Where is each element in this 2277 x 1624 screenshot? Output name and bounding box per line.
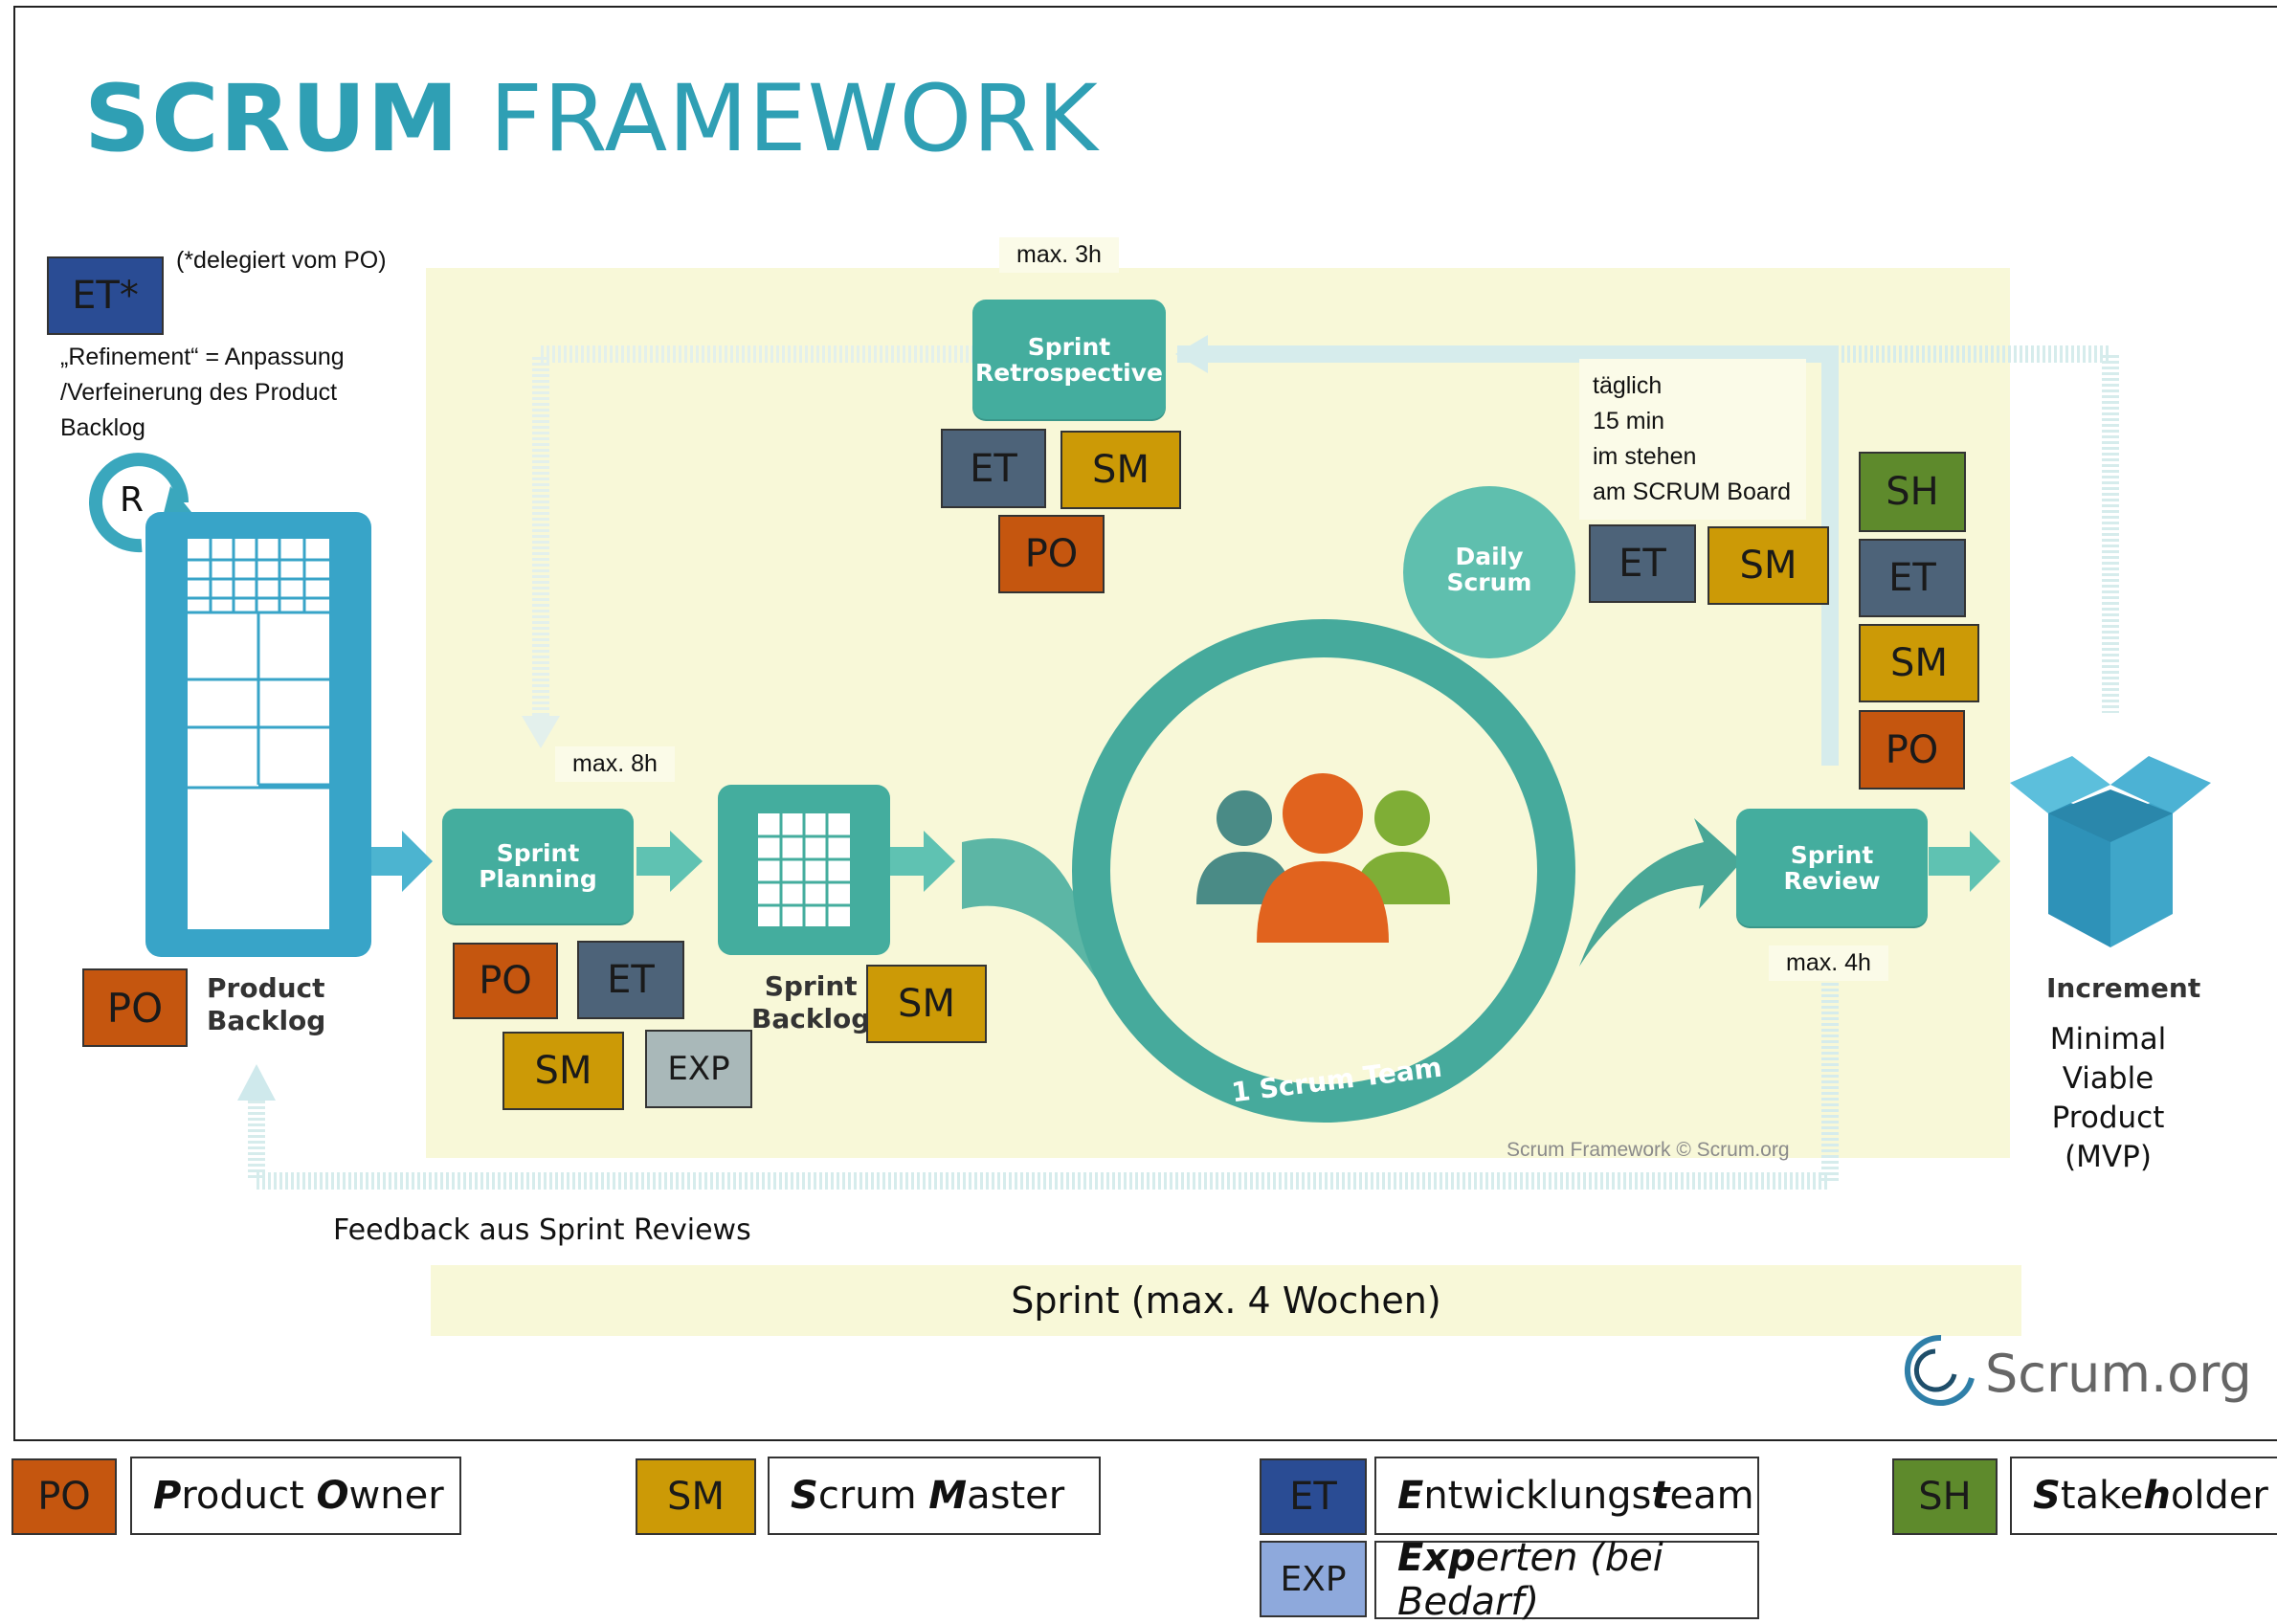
arrow-review-to-increment: [1929, 831, 2000, 892]
legend-exp-code: EXP: [1260, 1541, 1367, 1617]
review-role-et: ET: [1859, 539, 1966, 617]
scrum-org-logo: Scrum.org: [1985, 1344, 2252, 1404]
increment-box-icon: [2010, 756, 2211, 947]
legend-sh-name: Stakeholder: [2010, 1457, 2277, 1535]
product-backlog-role: PO: [82, 968, 188, 1047]
increment-loop-line: [1830, 345, 2119, 713]
sprint-review-duration: max. 4h: [1769, 945, 1888, 981]
retro-arrowhead: [1175, 335, 1208, 373]
daily-role-et: ET: [1589, 524, 1696, 603]
review-role-sh: SH: [1859, 452, 1966, 532]
feedback-loop-line: [248, 967, 1839, 1190]
retro-role-po: PO: [998, 515, 1105, 593]
copyright-note: Scrum Framework © Scrum.org: [1507, 1139, 1790, 1161]
legend-sm-code: SM: [636, 1458, 756, 1535]
team-people-icon: [1196, 773, 1450, 943]
increment-label: Increment: [2046, 972, 2201, 1004]
scrum-org-logo-icon: [1905, 1334, 1975, 1406]
sprint-planning-role-po: PO: [453, 943, 558, 1019]
legend-sh-code: SH: [1892, 1458, 1998, 1535]
sprint-planning-duration: max. 8h: [555, 746, 675, 782]
daily-role-sm: SM: [1708, 526, 1829, 605]
et-star-box: ET*: [47, 256, 164, 335]
legend-exp-name: Experten (bei Bedarf): [1374, 1536, 1759, 1624]
sprint-planning-role-exp: EXP: [645, 1030, 752, 1108]
sprint-backlog-role: SM: [866, 965, 987, 1043]
arrow-into-sprint: [962, 838, 1101, 986]
diagram-frame: [13, 6, 2277, 1441]
sprint-planning-role-sm: SM: [502, 1032, 624, 1110]
review-role-po: PO: [1859, 710, 1965, 790]
legend-et-code: ET: [1260, 1458, 1367, 1535]
page-title: SCRUM FRAMEWORK: [84, 65, 1099, 172]
delegated-note: (*delegiert vom PO): [176, 247, 387, 274]
legend-po-name: Product Owner: [130, 1457, 461, 1535]
sprint-planning-role-et: ET: [577, 941, 684, 1019]
refinement-note: „Refinement“ = Anpassung/Verfeinerung de…: [60, 344, 345, 441]
arrow-out-of-sprint: [1579, 818, 1742, 967]
scrum-team-ring: [1072, 619, 1575, 1123]
sprint-retrospective-duration: max. 3h: [999, 237, 1119, 273]
arrow-planning-to-backlog: [636, 831, 703, 892]
arrow-backlog-to-team: [890, 831, 955, 892]
refinement-badge: R: [120, 480, 145, 520]
legend-et-name: Entwicklungsteam: [1374, 1457, 1759, 1535]
retro-role-et: ET: [941, 429, 1046, 508]
feedback-label: Feedback aus Sprint Reviews: [333, 1213, 751, 1247]
planning-loop-line: [532, 345, 974, 716]
review-role-sm: SM: [1859, 624, 1979, 702]
daily-scrum-circle: [1403, 486, 1575, 658]
feedback-arrowhead: [237, 1064, 276, 1101]
arrow-backlog-to-planning: [371, 831, 433, 892]
retro-role-sm: SM: [1060, 431, 1181, 509]
planning-arrowhead: [522, 716, 560, 748]
legend-po-code: PO: [11, 1458, 117, 1535]
legend-sm-name: Scrum Master: [768, 1457, 1101, 1535]
refinement-arrow-icon: [89, 453, 189, 553]
sprint-duration-bar: Sprint (max. 4 Wochen): [431, 1265, 2021, 1336]
